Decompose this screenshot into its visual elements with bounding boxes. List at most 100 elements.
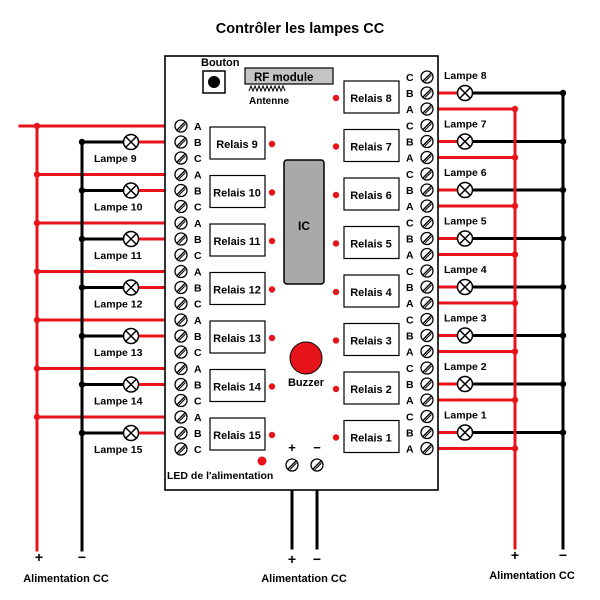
terminal [174,410,188,424]
terminal-slot [424,333,432,341]
lamp-cross [459,135,471,148]
terminal-slot [178,236,186,244]
terminal-slot [178,430,186,438]
terminal-slot [176,331,186,341]
terminal-slot [176,250,186,260]
terminal-letter: A [194,364,202,376]
terminal [420,425,434,440]
relay-label: Relais 12 [213,285,261,297]
relay-box [209,271,266,306]
power-minus-center: − [313,551,321,567]
terminal-slot [422,218,432,227]
terminal-slot [424,414,432,422]
terminal-letter: A [406,250,414,262]
terminal-slot [424,187,432,195]
terminal [174,426,188,440]
terminal-slot [422,121,432,130]
terminal-slot [178,398,186,406]
lamp-label: Lampe 12 [94,299,143,311]
terminal [174,393,188,408]
terminal-letter: C [194,347,202,359]
terminal-letter: A [194,267,202,279]
terminal-slot [176,121,186,131]
lamp-cross [125,378,137,391]
lamp [122,327,140,345]
terminal-slot [178,220,186,228]
lamp-label: Lampe 7 [444,119,487,131]
relay-label: Relais 13 [213,333,261,345]
terminal-letter: B [194,283,202,295]
relay-led [332,385,340,393]
terminal-slot [422,169,432,179]
lamp [122,182,140,199]
terminal-slot [424,203,432,211]
terminal-letter: B [406,185,414,197]
power-label-left: Alimentation CC [23,573,109,585]
terminal-slot [424,123,432,131]
lamp-label: Lampe 3 [444,313,487,325]
push-button [202,70,226,94]
terminal-slot [178,382,186,390]
lamp [122,133,140,151]
lamp-cross [125,427,137,439]
terminal [420,86,434,100]
lamp-cross [459,184,471,196]
lamp-label: Lampe 1 [444,410,487,422]
terminal [174,313,188,327]
relay-led [268,431,276,439]
relay-led [332,143,340,150]
terminal-slot [424,74,432,82]
terminal-slot [422,234,432,243]
relay-led [332,434,340,441]
terminal-letter: C [406,412,414,424]
antenna-label: Antenne [249,96,289,107]
terminal-slot [424,397,432,405]
terminal-letter: A [406,104,414,116]
terminal-slot [178,285,186,293]
relay-led [268,140,276,148]
terminal-slot [176,364,186,373]
relay-box [343,128,400,163]
terminal-letter: C [194,396,202,408]
terminal [420,118,434,133]
lamp-cross [459,281,471,293]
terminal-slot [422,153,432,162]
terminal-letter: A [406,201,414,213]
lamp-label: Lampe 10 [94,202,143,214]
relay-box [343,322,400,357]
lamp-label: Lampe 4 [444,264,487,276]
terminal-slot [178,188,186,196]
lamp [456,84,474,102]
terminal-slot [176,218,186,228]
terminal-slot [178,301,186,309]
lamp-label: Lampe 8 [444,70,487,82]
terminals-layer: ABCABCABCABCABCABCABCCBACBACBACBACBACBAC… [174,70,434,472]
terminal-slot [422,379,432,389]
terminal [174,377,188,392]
terminal-slot [422,185,432,195]
power-led [257,456,267,466]
lamp-cross [459,329,471,342]
lamp [456,278,474,296]
terminal-letter: C [406,315,414,327]
terminal [420,409,434,424]
lamp-cross [125,281,137,294]
terminal-slot [176,186,186,195]
terminal [420,199,434,213]
relay-led [268,286,276,293]
terminal-slot [422,266,432,276]
button-label: Bouton [201,57,240,69]
terminal-letter: C [194,250,202,262]
lamp-label: Lampe 9 [94,153,137,165]
power-supply-center: + − Alimentation CC [261,551,347,585]
relay-label: Relais 2 [350,384,392,396]
terminal-slot [176,428,186,438]
lamp [122,376,140,393]
power-supply-left: + − Alimentation CC [23,549,109,585]
lamp [456,424,474,441]
terminal-slot [424,155,432,163]
terminal-slot [176,137,186,147]
terminal-slot [178,317,186,325]
terminal-slot [422,331,432,340]
